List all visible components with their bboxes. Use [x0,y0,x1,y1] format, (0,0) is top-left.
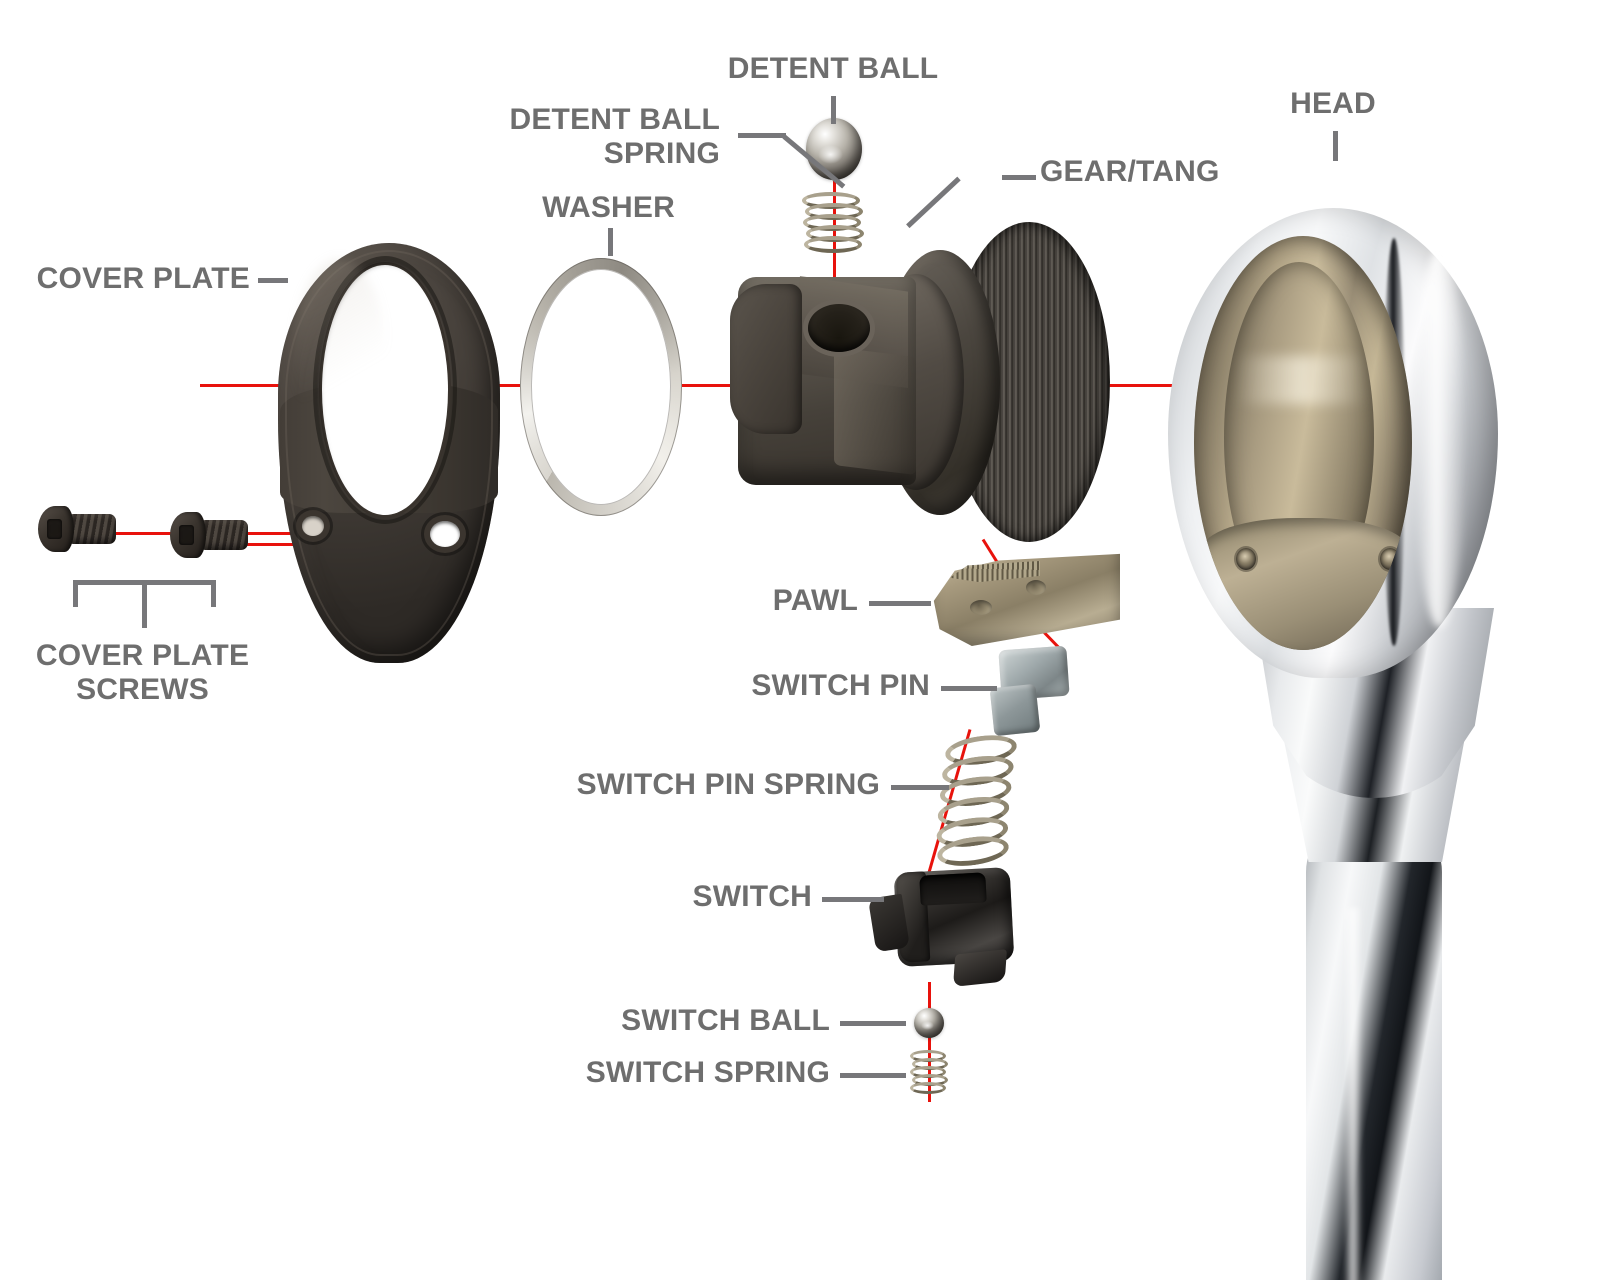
screws-bracket-left-tick [73,580,78,607]
spring-coil [910,1082,946,1094]
label-detent-ball-spring-line1: DETENT BALL [509,103,720,136]
screw-axis-redline-upper [88,532,458,535]
head-bore-cavity [1194,236,1412,650]
label-washer: WASHER [542,191,675,224]
part-gear-tang[interactable] [730,222,1130,552]
tang-ridge [834,346,916,476]
leader-detent-ball-spring-horizontal [738,133,786,138]
label-switch-pin-spring: SWITCH PIN SPRING [576,768,880,801]
screw-threaded-shank [70,514,116,544]
screw-torx-recess-icon [179,525,194,545]
part-detent-ball[interactable] [806,118,862,180]
part-head[interactable] [1168,208,1600,1280]
screw-torx-recess-icon [47,519,62,539]
label-detent-ball-spring-line2: SPRING [603,137,720,170]
head-handle-highlight [1344,908,1362,1280]
label-gear-tang: GEAR/TANG [1040,155,1220,188]
leader-pawl [869,601,931,606]
head-screw-hole-right [1380,548,1400,570]
tang-detent-hole [808,304,870,352]
head-gloss-highlight [1414,248,1466,628]
pawl-teeth [949,561,1040,583]
head-bore-shelf [1202,518,1408,650]
part-switch-spring[interactable] [908,1050,952,1098]
leader-gear-tang-diagonal [906,176,961,229]
part-pawl[interactable] [930,552,1120,646]
leader-gear-tang-horizontal [1002,175,1036,180]
label-switch-pin: SWITCH PIN [751,669,930,702]
screws-bracket-stem [142,580,147,628]
label-head: HEAD [1290,87,1376,120]
label-cover-plate-screws-line2: SCREWS [76,673,209,706]
switch-pin-lower-block [989,683,1041,737]
leader-switch-spring [840,1073,906,1078]
leader-cover-plate [258,278,288,283]
tang-square-drive-face [730,284,802,434]
switch-cavity [919,872,987,906]
leader-detent-ball [831,96,836,124]
cover-plate-screw-hole-left [302,516,324,536]
part-switch-pin-spring[interactable] [922,729,1049,871]
screw-threaded-shank [202,520,248,550]
label-switch-spring: SWITCH SPRING [585,1056,830,1089]
label-switch: SWITCH [692,880,812,913]
leader-switch [822,897,884,902]
leader-switch-pin-spring [891,785,949,790]
label-cover-plate: COVER PLATE [36,262,250,295]
cover-plate-center-hole [313,256,457,524]
part-cover-plate-screw-1[interactable] [38,506,116,552]
pawl-dimple [1026,580,1046,595]
leader-switch-pin [941,686,997,691]
part-switch-ball[interactable] [914,1008,944,1038]
pawl-dimple [970,600,992,615]
part-cover-plate-screw-2[interactable] [170,512,248,558]
screws-bracket-right-tick [211,580,216,607]
part-switch[interactable] [867,866,1030,987]
detent-ball-axis-redline [833,172,836,347]
head-bore-highlight-upper [1236,356,1366,404]
head-handle [1306,844,1442,1280]
label-cover-plate-screws-line1: COVER PLATE [35,639,250,672]
part-washer[interactable] [520,258,682,516]
switch-ball-axis-redline [928,982,931,1102]
label-detent-ball: DETENT BALL [727,52,939,85]
head-screw-hole-left [1236,548,1256,570]
cover-plate-screw-hole-right [430,521,460,547]
spring-coil [804,236,862,253]
leader-washer [608,228,613,256]
part-detent-ball-spring[interactable] [800,192,870,254]
part-cover-plate[interactable] [278,243,500,663]
label-switch-ball: SWITCH BALL [621,1004,830,1037]
switch-foot [953,949,1007,987]
leader-head [1333,131,1338,161]
leader-switch-ball [840,1021,906,1026]
label-pawl: PAWL [772,584,858,617]
part-switch-pin[interactable] [989,645,1070,737]
